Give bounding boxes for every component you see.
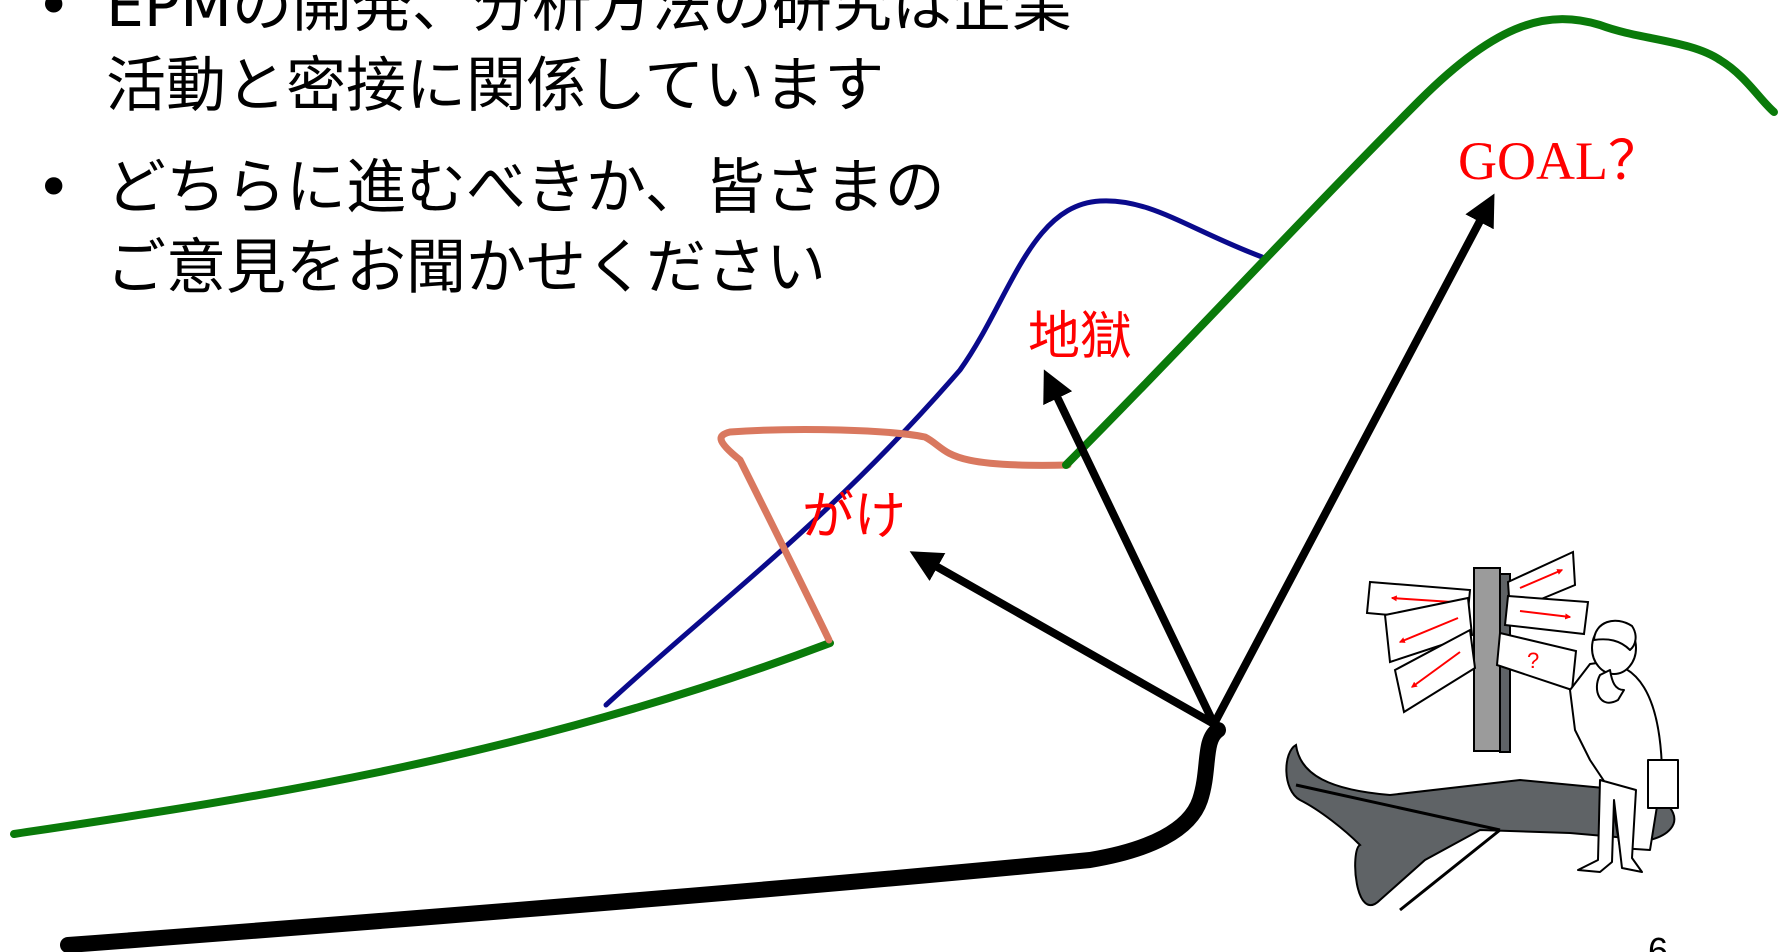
sign-arrow (1398, 617, 1459, 643)
arrow-to-hell (1043, 369, 1218, 726)
businessman-hair (1593, 619, 1637, 651)
businessman-legs (1577, 779, 1643, 873)
main-road-path (60, 722, 1226, 952)
arrow-to-cliff (909, 551, 1216, 728)
page-number: 6 (1648, 930, 1669, 952)
bullet-text-line: EPMの開発、分析方法の研究は企業 (106, 0, 1072, 41)
bullet-dot: • (36, 0, 72, 41)
signpost-pole (1473, 567, 1501, 752)
businessman-arm (1595, 669, 1625, 704)
goal-label: GOAL？ (1458, 131, 1662, 191)
crossroads-road-line (1295, 783, 1501, 832)
bullet-list: • EPMの開発、分析方法の研究は企業 活動と密接に関係しています • どちらに… (28, 0, 1268, 330)
bullet-text-line: どちらに進むべきか、皆さまの (106, 153, 945, 223)
bullet-text-line: 活動と密接に関係しています (106, 51, 885, 121)
sign-arrow (1519, 610, 1572, 620)
bullet-item: • EPMの開発、分析方法の研究は企業 活動と密接に関係しています (28, 0, 1268, 126)
cliff-label: がけ (802, 487, 907, 547)
sign-arrow (1390, 595, 1453, 603)
signpost-question-mark: ? (1527, 648, 1539, 673)
crossroads-signpost-icon: ? (1285, 550, 1676, 912)
hell-label: 地獄 (1028, 307, 1133, 367)
green-path-upper (1062, 15, 1778, 469)
crossroads-road-line (1399, 828, 1501, 912)
bullet-item: • どちらに進むべきか、皆さまの ご意見をお聞かせください (28, 148, 1268, 308)
green-path-lower (10, 639, 834, 838)
blue-path (603, 198, 1265, 708)
cliff-path (717, 426, 1072, 644)
businessman-briefcase (1647, 759, 1679, 809)
sign-arrow (1519, 569, 1564, 589)
bullet-dot: • (36, 153, 72, 223)
bullet-text-line: ご意見をお聞かせください (106, 233, 826, 303)
arrow-to-goal (1210, 193, 1495, 726)
sign-arrow (1411, 651, 1461, 688)
thinking-businessman-icon (1569, 619, 1679, 873)
